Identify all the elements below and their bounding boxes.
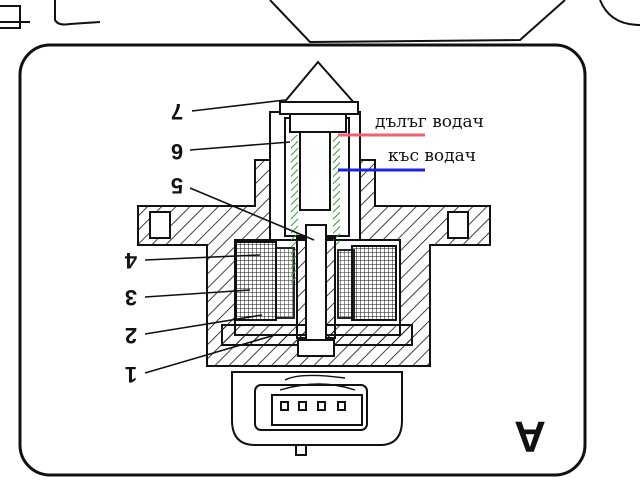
figure-letter: A xyxy=(514,412,546,461)
short-guide-label: къс водач xyxy=(388,146,476,166)
spring-right xyxy=(333,135,340,245)
part-labels: 7 6 5 4 3 2 1 A xyxy=(124,99,546,461)
part-label-5: 5 xyxy=(171,173,183,198)
figure-frame xyxy=(18,43,587,477)
part-label-3: 3 xyxy=(125,285,137,310)
valve-body xyxy=(137,60,491,456)
background-fragments xyxy=(0,0,640,44)
part-label-4: 4 xyxy=(124,248,137,273)
spring-left xyxy=(291,135,298,285)
coil-left xyxy=(235,241,277,321)
part-label-2: 2 xyxy=(125,323,137,348)
coil-right xyxy=(351,245,397,321)
part-label-1: 1 xyxy=(125,362,137,387)
cone-tip xyxy=(279,60,359,106)
part-label-6: 6 xyxy=(171,139,183,164)
part-label-7: 7 xyxy=(171,99,183,124)
stem xyxy=(299,129,331,211)
leader-lines xyxy=(144,99,315,374)
long-guide-label: дълъг водач xyxy=(375,112,484,132)
